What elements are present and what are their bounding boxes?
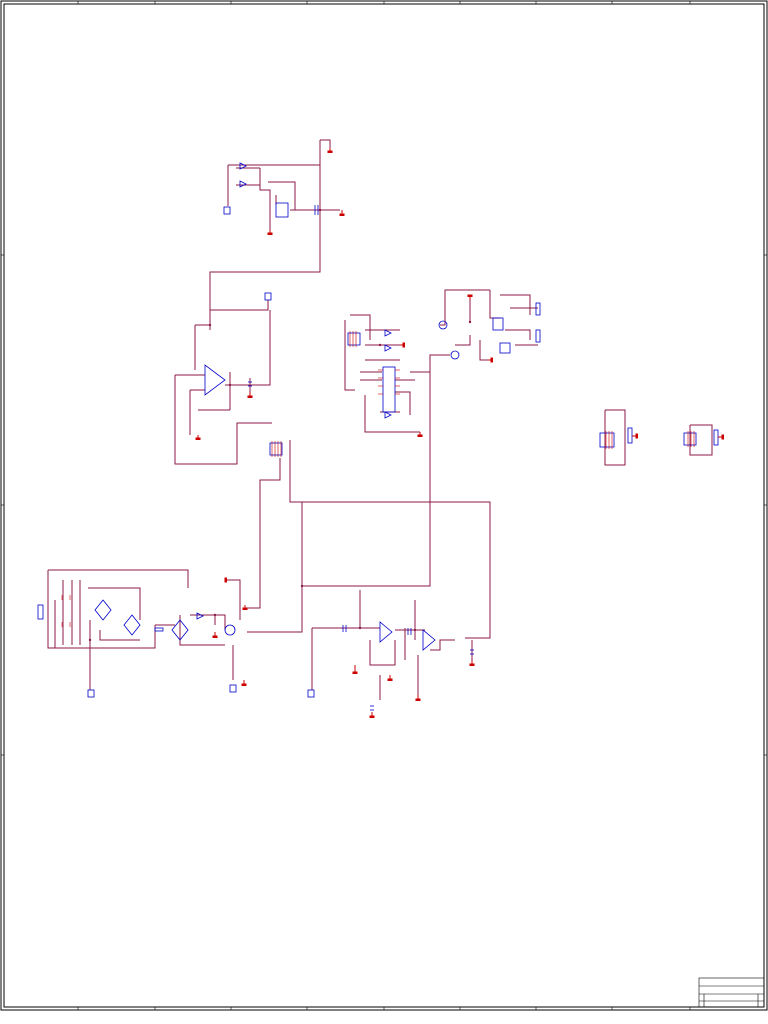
opamp-triangle-icon xyxy=(204,364,226,396)
ground-symbol-icon xyxy=(195,435,201,440)
port-connector-icon xyxy=(535,302,541,316)
ic-chip-icon xyxy=(683,432,697,446)
ground-symbol-icon xyxy=(467,294,473,300)
ground-symbol-icon xyxy=(415,695,421,701)
relay-icon xyxy=(499,342,511,354)
ground-symbol-icon xyxy=(224,577,228,583)
ground-symbol-icon xyxy=(327,148,333,153)
ground-symbol-icon xyxy=(352,665,358,674)
ground-symbol-icon xyxy=(417,432,423,437)
transistor-icon xyxy=(438,320,448,330)
port-connector-icon xyxy=(264,292,272,301)
port-connector-icon xyxy=(229,684,237,693)
port-connector-icon xyxy=(223,206,231,215)
transistor-icon xyxy=(450,350,460,360)
port-connector-icon xyxy=(87,689,95,698)
ground-symbol-icon xyxy=(400,342,405,348)
ground-symbol-icon xyxy=(212,632,218,638)
relay-icon xyxy=(492,317,504,331)
ic-chip-icon xyxy=(347,332,361,346)
bridge-rectifier-icon xyxy=(171,619,189,641)
wires xyxy=(47,139,713,700)
bridge-rectifier-icon xyxy=(94,599,112,621)
diode-icon xyxy=(239,162,247,170)
ground-symbol-icon xyxy=(339,210,345,216)
ground-symbol-icon xyxy=(242,605,248,610)
title-block xyxy=(698,977,765,1008)
junction-dots xyxy=(88,208,472,642)
fuse-icon xyxy=(154,627,164,632)
diode-icon xyxy=(239,180,247,188)
ground-symbol-icon xyxy=(469,660,475,666)
grounds xyxy=(195,148,724,718)
opamp-triangle-icon xyxy=(422,629,436,651)
ground-symbol-icon xyxy=(718,434,724,440)
port-connector-icon xyxy=(713,429,719,446)
ground-symbol-icon xyxy=(369,712,375,718)
ground-symbol-icon xyxy=(488,357,493,363)
ic-chip-icon xyxy=(599,432,615,448)
transistor-icon xyxy=(224,624,236,636)
port-connector-icon xyxy=(307,689,315,698)
bridge-rectifier-icon xyxy=(123,614,141,636)
ic-chip-icon xyxy=(269,442,283,456)
ground-symbol-icon xyxy=(241,680,247,686)
port-connector-icon xyxy=(37,604,44,620)
ic-chip-icon xyxy=(382,366,396,413)
port-connector-icon xyxy=(627,427,633,444)
components xyxy=(37,162,719,711)
ground-symbol-icon xyxy=(247,392,253,398)
ground-symbol-icon xyxy=(632,433,638,439)
ic-pin-stubs xyxy=(61,331,695,627)
ground-symbol-icon xyxy=(387,675,393,681)
opamp-triangle-icon xyxy=(379,621,393,643)
ground-symbol-icon xyxy=(267,230,273,235)
regulator-ic xyxy=(275,202,289,218)
port-connector-icon xyxy=(535,329,541,343)
